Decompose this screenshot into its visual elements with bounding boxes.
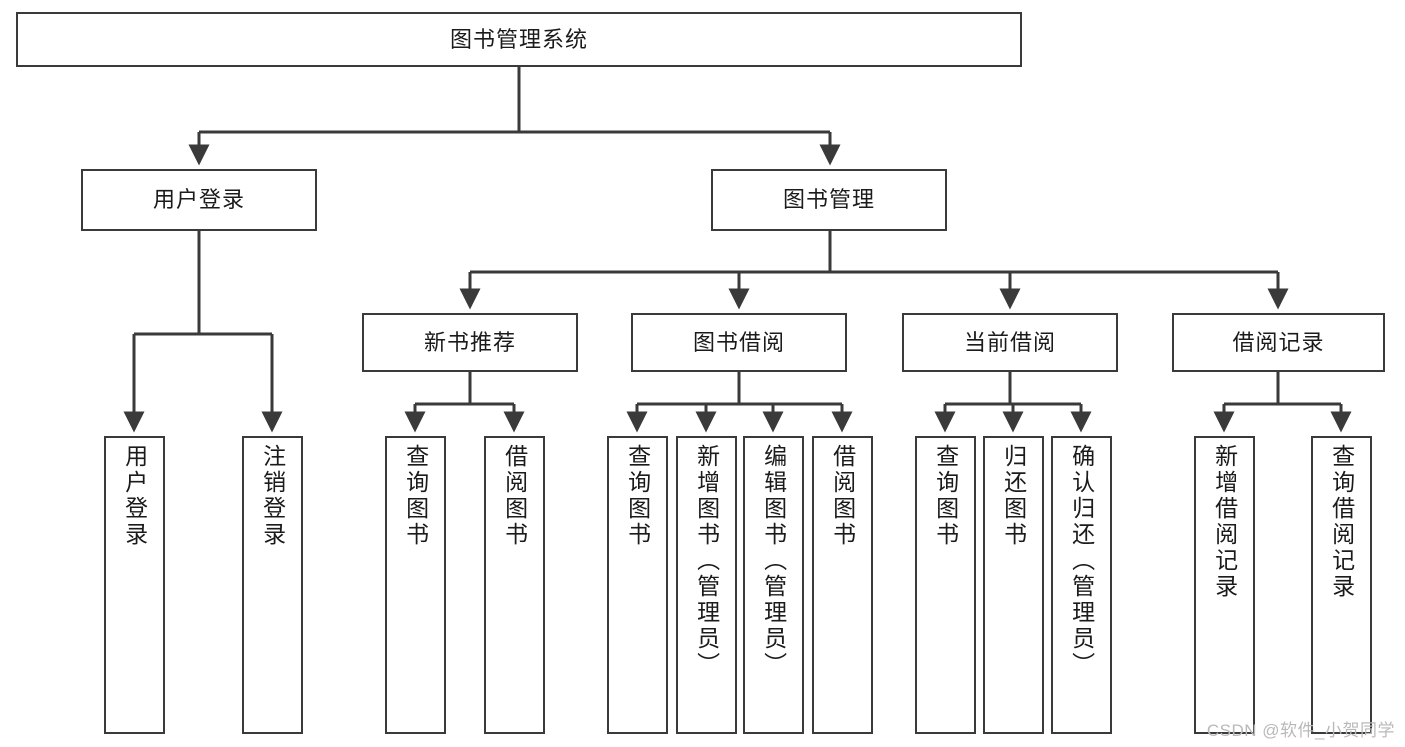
leaf-user-login-signout[interactable]: 注销登录 (242, 436, 303, 734)
node-label: 用户登录 (121, 444, 148, 548)
node-book-management[interactable]: 图书管理 (711, 169, 947, 231)
node-user-login[interactable]: 用户登录 (81, 169, 317, 231)
leaf-record-add-record[interactable]: 新增借阅记录 (1194, 436, 1255, 734)
node-book-borrow[interactable]: 图书借阅 (631, 313, 847, 372)
leaf-recommend-borrow-book[interactable]: 借阅图书 (484, 436, 545, 734)
node-label: 当前借阅 (963, 329, 1056, 355)
leaf-current-return-book[interactable]: 归还图书 (983, 436, 1044, 734)
leaf-borrow-edit-book[interactable]: 编辑图书（管理员） (743, 436, 804, 734)
node-label: 借阅图书 (829, 444, 856, 548)
leaf-borrow-borrow-book[interactable]: 借阅图书 (812, 436, 873, 734)
leaf-current-query-book[interactable]: 查询图书 (915, 436, 976, 734)
node-label: 新增图书（管理员） (693, 444, 720, 678)
leaf-current-confirm-return[interactable]: 确认归还（管理员） (1051, 436, 1112, 734)
node-label: 用户登录 (152, 187, 245, 213)
node-label: 图书借阅 (692, 329, 785, 355)
node-label: 确认归还（管理员） (1068, 444, 1095, 678)
node-new-book-recommend[interactable]: 新书推荐 (362, 313, 578, 372)
node-label: 查询借阅记录 (1328, 444, 1355, 600)
node-label: 借阅记录 (1232, 329, 1325, 355)
node-label: 归还图书 (1000, 444, 1027, 548)
leaf-borrow-add-book[interactable]: 新增图书（管理员） (676, 436, 737, 734)
node-label: 图书管理 (782, 187, 875, 213)
node-label: 新书推荐 (423, 329, 516, 355)
node-label: 注销登录 (259, 444, 286, 548)
leaf-borrow-query-book[interactable]: 查询图书 (607, 436, 668, 734)
node-label: 图书管理系统 (449, 26, 588, 52)
node-borrow-record[interactable]: 借阅记录 (1172, 313, 1385, 372)
leaf-user-login-signin[interactable]: 用户登录 (104, 436, 165, 734)
node-label: 新增借阅记录 (1211, 444, 1238, 600)
leaf-recommend-query-book[interactable]: 查询图书 (385, 436, 446, 734)
node-label: 编辑图书（管理员） (760, 444, 787, 678)
leaf-record-query-record[interactable]: 查询借阅记录 (1311, 436, 1372, 734)
node-label: 查询图书 (402, 444, 429, 548)
node-label: 查询图书 (932, 444, 959, 548)
node-label: 查询图书 (624, 444, 651, 548)
node-label: 借阅图书 (501, 444, 528, 548)
node-current-borrow[interactable]: 当前借阅 (902, 313, 1118, 372)
node-root-system[interactable]: 图书管理系统 (16, 12, 1022, 67)
